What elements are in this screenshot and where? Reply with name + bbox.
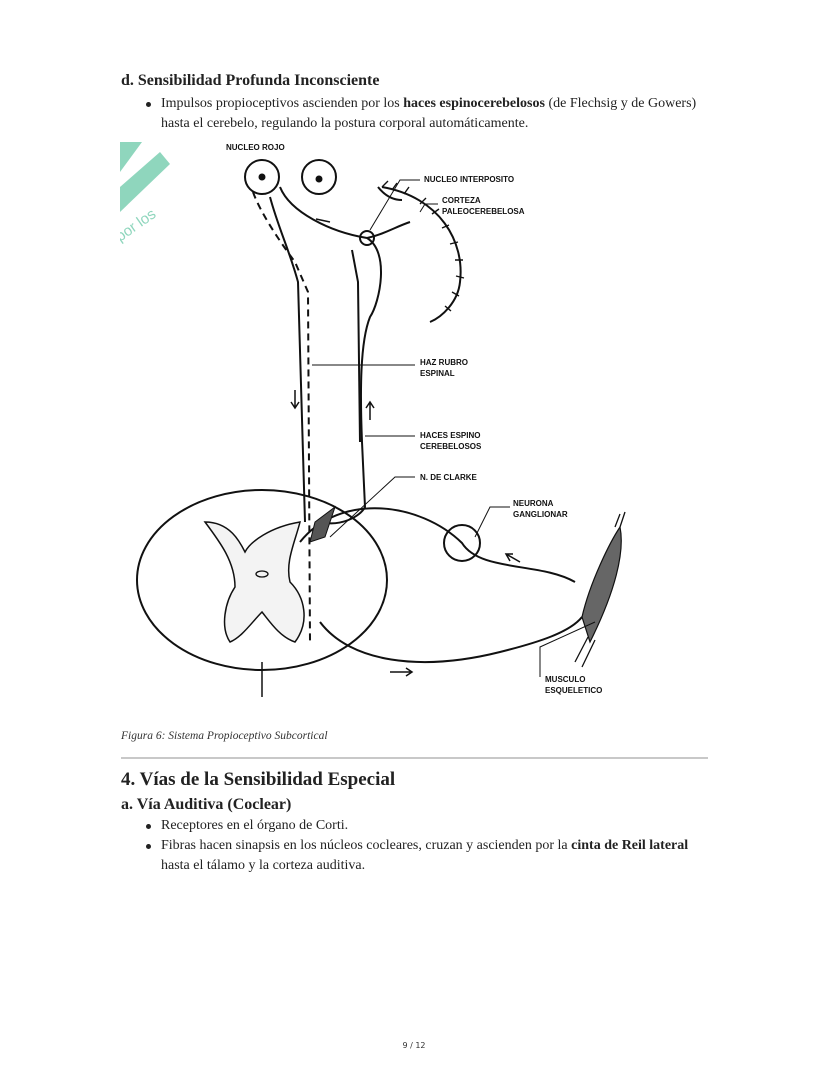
label-corteza: PALEOCEREBELOSA xyxy=(442,207,525,216)
label-haces: HACES ESPINO xyxy=(420,431,480,440)
page-number: 9 / 12 xyxy=(402,1041,426,1050)
label-corteza: CORTEZA xyxy=(442,196,481,205)
sub-heading-a: a. Vía Auditiva (Coclear) xyxy=(121,796,292,813)
text: Fibras hacen sinapsis en los núcleos coc… xyxy=(161,838,572,853)
text: Impulsos propioceptivos ascienden por lo… xyxy=(161,96,404,111)
label-nucleo-interposito: NUCLEO INTERPOSITO xyxy=(424,175,514,184)
list-item: Receptores en el órgano de Corti. xyxy=(146,816,701,836)
bullet-list-d: Impulsos propioceptivos ascienden por lo… xyxy=(146,94,709,134)
haz-rubroespinal xyxy=(252,191,311,643)
label-nucleo-rojo: NUCLEO ROJO xyxy=(226,143,285,152)
cerebellum-cortex xyxy=(381,186,462,323)
label-neurona: NEURONA xyxy=(513,499,554,508)
brainstem-left xyxy=(269,196,306,523)
figure-caption: Figura 6: Sistema Propioceptivo Subcorti… xyxy=(121,730,328,742)
label-musculo-2: ESQUELETICO xyxy=(545,686,602,695)
nucleo-rojo-left xyxy=(244,159,280,195)
list-item: Impulsos propioceptivos ascienden por lo… xyxy=(146,94,709,134)
neurona-ganglionar xyxy=(443,524,481,562)
musculo xyxy=(581,525,622,644)
label-neurona: GANGLIONAR xyxy=(513,510,568,519)
list-item: Fibras hacen sinapsis en los núcleos coc… xyxy=(146,836,701,876)
nucleo-interposito xyxy=(359,230,375,246)
label-clarke: N. DE CLARKE xyxy=(420,473,478,482)
divider xyxy=(121,757,708,759)
section-heading-4: 4. Vías de la Sensibilidad Especial xyxy=(121,769,396,790)
nucleo-rojo-right xyxy=(301,159,337,195)
bullet-list-4a: Receptores en el órgano de Corti. Fibras… xyxy=(146,816,701,876)
svg-text:por los: por los xyxy=(120,206,159,246)
text: hasta el tálamo y la corteza auditiva. xyxy=(161,858,366,873)
watermark: por los xyxy=(113,142,170,246)
label-haz-rubro: HAZ RUBRO xyxy=(420,358,468,367)
haces-espinocerebelosos xyxy=(319,237,382,525)
section-heading-d: d. Sensibilidad Profunda Inconsciente xyxy=(121,72,380,89)
brainstem-right xyxy=(351,249,361,443)
bold-text: haces espinocerebelosos xyxy=(403,96,545,111)
label-haz-rubro: ESPINAL xyxy=(420,369,455,378)
label-haces: CEREBELOSOS xyxy=(420,442,482,451)
figure-propioceptive-diagram: por los xyxy=(113,142,633,697)
text: (de Flechsig y de Gowers) hasta el cereb… xyxy=(161,96,697,131)
text: Receptores en el órgano de Corti. xyxy=(161,818,349,833)
bold-text: cinta de Reil lateral xyxy=(571,838,689,853)
label-musculo: MUSCULO xyxy=(545,675,585,684)
